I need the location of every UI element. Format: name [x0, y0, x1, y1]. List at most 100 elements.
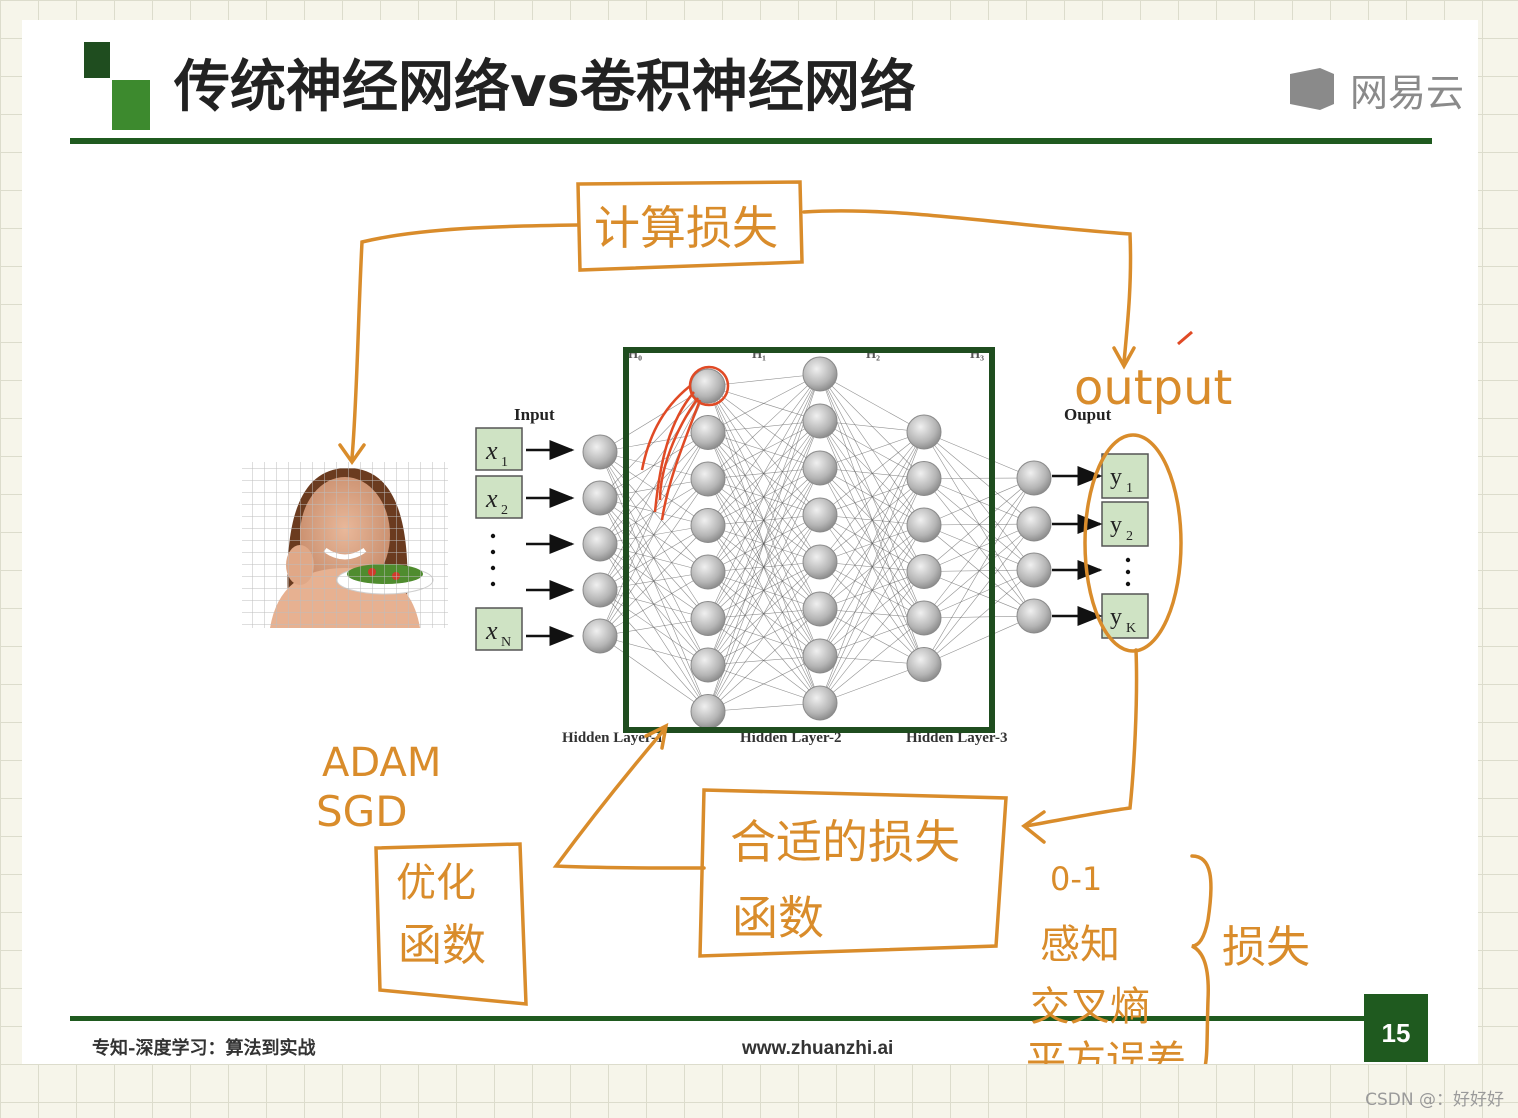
edge — [599, 385, 709, 499]
edge — [819, 431, 925, 610]
neuron — [690, 461, 726, 497]
edge — [923, 431, 1035, 479]
backprop-arrow — [552, 722, 706, 870]
optimizer-sgd: SGD — [316, 787, 408, 836]
neuron — [802, 544, 838, 580]
ellipsis-dot — [1125, 569, 1131, 575]
ellipsis-dot — [490, 533, 496, 539]
input-symbol: x — [485, 484, 498, 513]
loss-function-box — [698, 788, 1008, 958]
output-symbol: y — [1110, 604, 1122, 630]
edge — [599, 385, 709, 591]
edge — [819, 524, 925, 704]
output-box — [1101, 593, 1149, 639]
neuron — [582, 526, 618, 562]
output-subscript: K — [1126, 621, 1136, 636]
optimizer-box — [374, 842, 528, 1006]
page-number-box — [1364, 994, 1428, 1062]
logo-block-dark — [84, 42, 110, 78]
edge — [923, 477, 1035, 479]
edge — [707, 702, 821, 712]
input-box — [475, 475, 523, 519]
page-title: 传统神经网络vs卷积神经网络 — [173, 55, 916, 120]
neuron — [802, 356, 838, 392]
input-subscript: N — [501, 635, 511, 650]
layer-label: Hidden Layer-1 — [562, 730, 664, 746]
optimizer-text-line2: 函数 — [398, 920, 486, 971]
edge — [707, 561, 821, 712]
output-box — [1101, 501, 1149, 547]
edge — [707, 373, 821, 573]
loss-type-perceptron: 感知 — [1040, 922, 1120, 968]
loss-function-text-line1: 合适的损失 — [730, 815, 960, 869]
neuron — [690, 647, 726, 683]
output-text: output — [1074, 360, 1232, 416]
footer-url: www.zhuanzhi.ai — [741, 1038, 893, 1059]
loss-function-text-line2: 函数 — [732, 891, 824, 945]
edge — [707, 608, 821, 712]
neuron — [906, 554, 942, 589]
output-symbol: y — [1110, 464, 1122, 490]
optimizer-text-line1: 优化 — [396, 860, 476, 906]
footer-course: 专知-深度学习：算法到实战 — [92, 1037, 315, 1059]
edge — [599, 432, 709, 637]
neuron — [582, 618, 618, 654]
edge — [707, 373, 821, 712]
loss-label: 损失 — [1222, 922, 1310, 973]
neuron — [802, 497, 838, 533]
neuron — [582, 434, 618, 470]
ellipsis-dot — [1125, 581, 1131, 587]
ellipsis-dot — [490, 565, 496, 571]
neuron — [690, 601, 726, 636]
edge — [923, 615, 1035, 665]
edge — [599, 478, 709, 637]
edge — [819, 431, 925, 469]
ellipsis-dot — [1125, 557, 1131, 563]
brand-name: 网易云 — [1350, 71, 1464, 115]
neuron — [906, 507, 942, 543]
edge — [707, 373, 821, 433]
highlighted-neuron — [640, 365, 730, 521]
optimizer-adam: ADAM — [322, 740, 441, 786]
layer-label: Hidden Layer-2 — [740, 730, 842, 746]
edge — [923, 569, 1035, 665]
output-label: Ouput — [1064, 405, 1112, 424]
edge — [923, 477, 1035, 572]
input-symbol: x — [485, 616, 498, 645]
neuron — [802, 403, 838, 439]
neuron — [906, 600, 942, 636]
input-subscript: 1 — [501, 455, 508, 470]
edge — [923, 477, 1035, 665]
neuron — [802, 450, 838, 486]
edge — [707, 655, 821, 712]
ellipsis-dot — [490, 549, 496, 555]
brand-logo: 网易云 — [1290, 68, 1464, 115]
edge — [819, 617, 925, 704]
output-subscript: 2 — [1126, 529, 1133, 544]
edge — [599, 385, 709, 545]
edge — [923, 523, 1035, 665]
page-number: 15 — [1382, 1018, 1411, 1048]
pen-mark — [1177, 330, 1193, 346]
annotation-output-loop — [1021, 433, 1183, 844]
neuron — [582, 572, 618, 608]
neuron — [690, 554, 726, 590]
loss-type-squared-error: 平方误差 — [1026, 1038, 1186, 1064]
edge — [819, 431, 925, 516]
loss-type-cross-entropy: 交叉熵 — [1030, 984, 1150, 1030]
neuron — [906, 647, 942, 682]
footer-rule — [70, 1016, 1370, 1021]
input-label: Input — [514, 405, 555, 424]
edge — [707, 467, 821, 712]
edge — [819, 373, 925, 433]
edge — [599, 635, 709, 712]
edge — [707, 373, 821, 480]
compute-loss-text: 计算损失 — [594, 201, 778, 255]
input-box — [475, 427, 523, 471]
neuron — [690, 368, 726, 404]
edge — [707, 373, 821, 666]
